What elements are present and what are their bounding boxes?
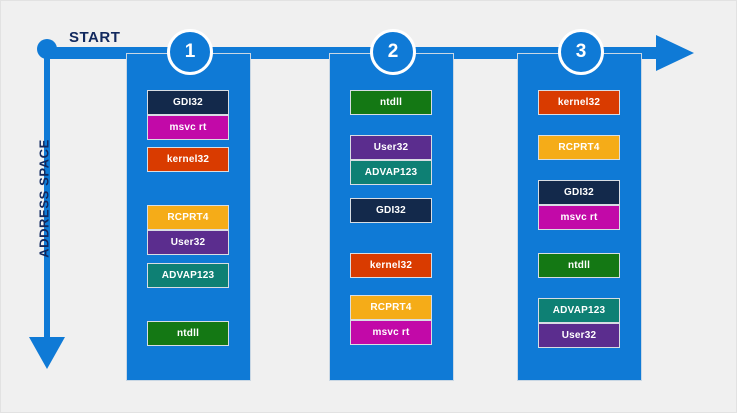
start-label: START xyxy=(69,29,121,46)
step-badge-2: 2 xyxy=(370,29,416,75)
address-space-arrow-icon xyxy=(29,337,65,369)
step-badge-1: 1 xyxy=(167,29,213,75)
module-box: ntdll xyxy=(350,90,432,115)
module-box: User32 xyxy=(147,230,229,255)
address-space-axis-label: ADDRESS SPACE xyxy=(36,139,52,258)
module-box: msvc rt xyxy=(538,205,620,230)
module-box: GDI32 xyxy=(147,90,229,115)
module-box: ADVAP123 xyxy=(538,298,620,323)
module-box: ADVAP123 xyxy=(350,160,432,185)
module-box: msvc rt xyxy=(350,320,432,345)
module-box: User32 xyxy=(350,135,432,160)
module-box: GDI32 xyxy=(538,180,620,205)
module-box: RCPRT4 xyxy=(538,135,620,160)
module-box: ntdll xyxy=(147,321,229,346)
address-space-axis-line xyxy=(44,47,50,347)
module-box: ntdll xyxy=(538,253,620,278)
timeline-arrow-icon xyxy=(656,35,694,71)
step-badge-3: 3 xyxy=(558,29,604,75)
module-box: RCPRT4 xyxy=(147,205,229,230)
module-box: RCPRT4 xyxy=(350,295,432,320)
module-box: GDI32 xyxy=(350,198,432,223)
module-box: kernel32 xyxy=(350,253,432,278)
module-box: kernel32 xyxy=(147,147,229,172)
module-box: msvc rt xyxy=(147,115,229,140)
module-box: User32 xyxy=(538,323,620,348)
module-box: kernel32 xyxy=(538,90,620,115)
module-box: ADVAP123 xyxy=(147,263,229,288)
